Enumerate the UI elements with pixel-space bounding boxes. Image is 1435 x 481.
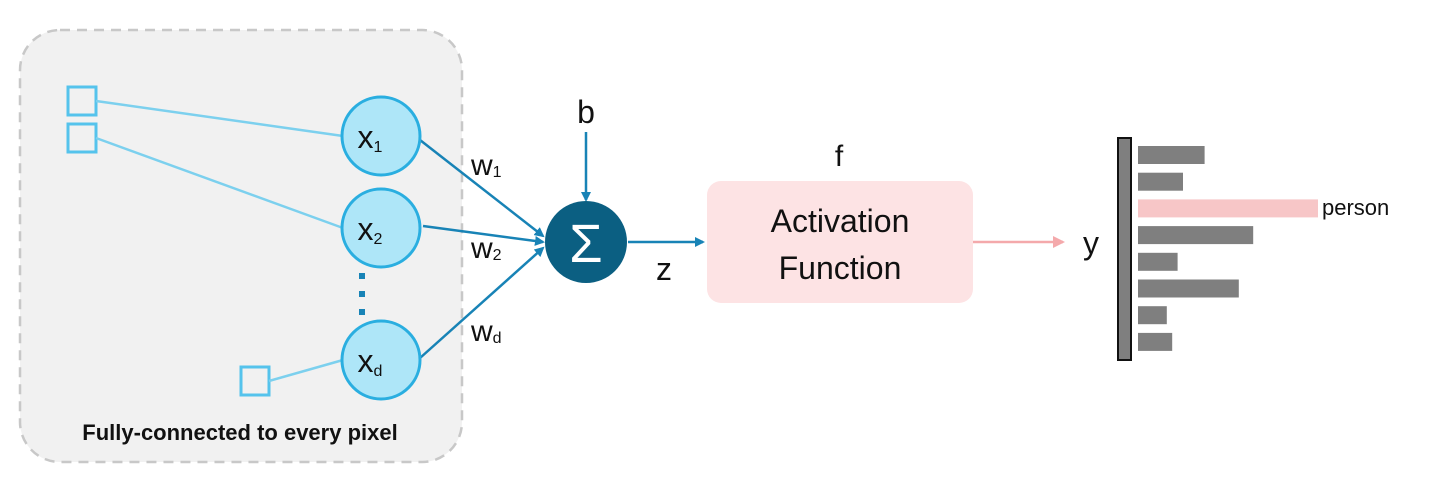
output-bar-highlight <box>1138 199 1318 218</box>
pixel-connection-1 <box>95 99 344 138</box>
input-node-d-subscript: d <box>374 363 383 380</box>
output-bar <box>1138 172 1183 191</box>
bias-label: b <box>577 94 595 130</box>
weight-label-2: w2 <box>470 232 502 265</box>
input-node-2-label: x <box>358 211 374 247</box>
input-node-2: x2 <box>340 187 422 269</box>
input-node-1-label: x <box>358 119 374 155</box>
pixel-connection-d <box>268 358 344 383</box>
weight-edge-1 <box>419 139 545 238</box>
ellipsis-dots <box>359 273 365 315</box>
z-label: z <box>656 251 672 287</box>
output-class-label: person <box>1322 195 1389 220</box>
weight-label-d: wd <box>470 315 502 348</box>
activation-line-1: Activation <box>771 203 910 239</box>
pixel-connection-2 <box>95 136 344 230</box>
output-bar <box>1138 279 1239 298</box>
sigma-symbol: Σ <box>569 214 602 274</box>
input-node-2-subscript: 2 <box>374 231 383 248</box>
output-y-label: y <box>1083 225 1099 261</box>
output-bar <box>1138 332 1173 351</box>
output-bars <box>1138 146 1318 351</box>
input-node-1-subscript: 1 <box>374 139 383 156</box>
svg-text:x2: x2 <box>358 211 383 248</box>
weight-edge-d <box>419 246 545 359</box>
output-bar <box>1138 226 1254 245</box>
svg-text:x1: x1 <box>358 119 383 156</box>
input-node-1: x1 <box>340 95 422 177</box>
input-node-d: xd <box>340 319 422 401</box>
activation-function-box: Activation Function <box>707 181 973 303</box>
weight-edge-2 <box>422 224 545 246</box>
input-node-d-label: x <box>358 343 374 379</box>
activation-line-2: Function <box>779 250 902 286</box>
caption: Fully-connected to every pixel <box>82 420 398 445</box>
output-bar <box>1138 252 1178 271</box>
output-bar <box>1138 146 1205 164</box>
svg-text:xd: xd <box>358 343 383 380</box>
weight-label-1: w1 <box>470 149 502 182</box>
output-axis-bar <box>1117 137 1132 361</box>
output-bar <box>1138 306 1167 325</box>
sum-node: Σ <box>545 201 627 283</box>
f-label: f <box>835 140 844 173</box>
